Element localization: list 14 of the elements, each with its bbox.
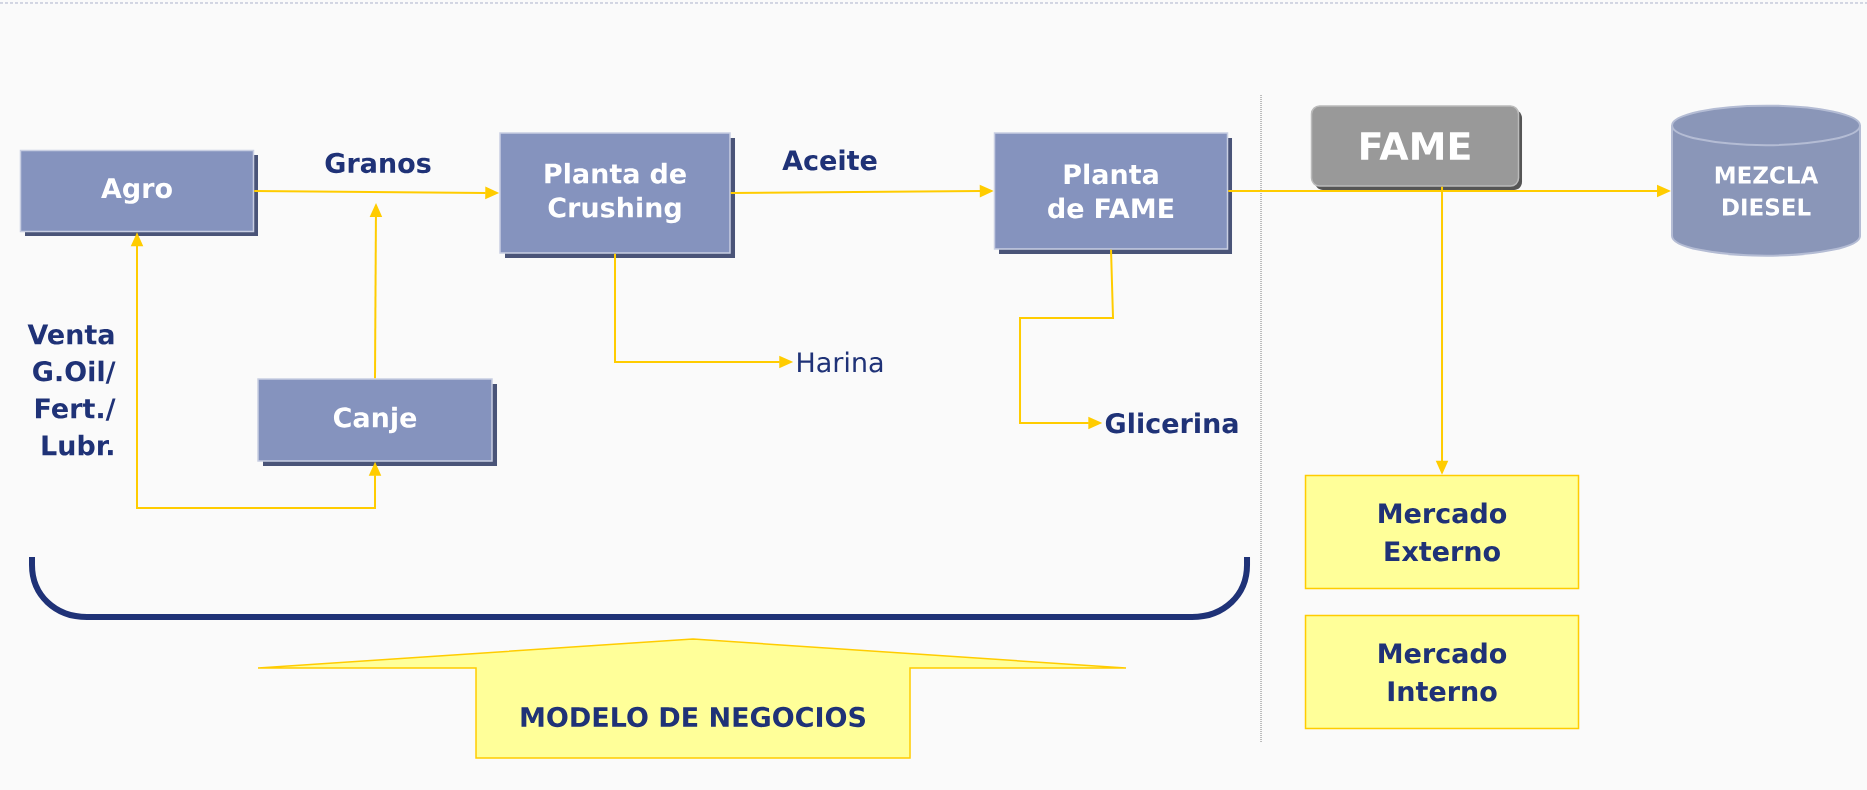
process-box: Planta de Crushing — [499, 132, 735, 258]
output-label: Glicerina — [1105, 412, 1238, 434]
edge-label: Aceite — [782, 149, 877, 171]
process-box: Canje — [257, 378, 497, 466]
process-box: Planta de FAME — [993, 132, 1232, 254]
output-label: Harina — [798, 351, 883, 373]
process-box: Agro — [19, 149, 258, 236]
market-box: Mercado Externo — [1304, 474, 1580, 590]
callout-box: MODELO DE NEGOCIOS — [257, 638, 1127, 759]
product-box: FAME — [1310, 105, 1522, 190]
storage-cylinder: MEZCLA DIESEL — [1671, 104, 1861, 257]
edge-label: Venta G.Oil/ Fert./ Lubr. — [27, 324, 116, 456]
market-box: Mercado Interno — [1304, 614, 1580, 730]
edge-label: Granos — [325, 152, 431, 174]
